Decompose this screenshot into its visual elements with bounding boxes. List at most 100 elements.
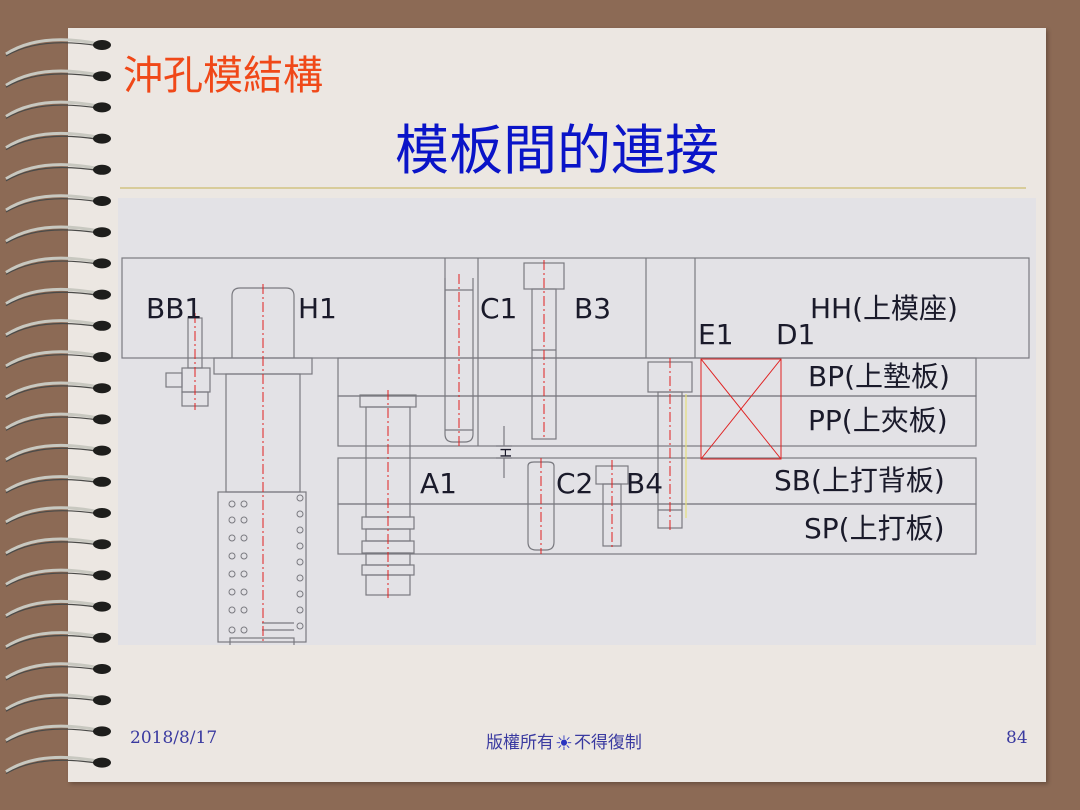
spiral-ring xyxy=(5,443,101,461)
spiral-ring-shadow xyxy=(5,603,101,619)
label-dimension: H xyxy=(499,447,515,458)
label-h1: H1 xyxy=(298,292,337,325)
spiral-ring xyxy=(5,693,101,711)
spiral-hole xyxy=(93,445,111,456)
dimension-marker xyxy=(496,426,512,478)
spiral-hole xyxy=(93,40,111,50)
spiral-hole xyxy=(93,383,111,394)
spiral-ring-shadow xyxy=(5,229,101,244)
label-b3: B3 xyxy=(574,292,611,325)
spiral-ring xyxy=(5,225,101,243)
footer-copyright: 版權所有☀不得復制 xyxy=(486,728,642,755)
spiral-ring-shadow xyxy=(5,260,101,275)
footer-page-number: 84 xyxy=(1006,728,1028,748)
cross-box xyxy=(700,358,782,460)
spiral-hole xyxy=(93,133,111,144)
spiral-hole xyxy=(93,196,111,206)
spiral-hole xyxy=(93,414,111,425)
spiral-ring-shadow xyxy=(5,666,101,681)
spiral-hole xyxy=(93,164,111,175)
spiral-ring xyxy=(5,381,101,399)
spiral-hole xyxy=(93,695,111,706)
centerlines xyxy=(194,260,671,644)
label-b4: B4 xyxy=(626,467,663,500)
footer-date: 2018/8/17 xyxy=(130,728,218,748)
footer-copyright-left: 版權所有 xyxy=(486,733,554,753)
sun-icon: ☀ xyxy=(555,731,573,755)
spiral-hole xyxy=(93,476,111,487)
label-sb: SB(上打背板) xyxy=(774,464,945,497)
spiral-ring-shadow xyxy=(5,759,101,775)
plate-sp xyxy=(337,503,977,555)
spiral-ring xyxy=(5,319,101,337)
label-bp: BP(上墊板) xyxy=(808,360,950,393)
slide-title: 模板間的連接 xyxy=(395,119,719,182)
spiral-ring xyxy=(5,537,101,555)
label-c1: C1 xyxy=(480,292,517,325)
spiral-ring xyxy=(5,163,101,181)
spiral-ring-shadow xyxy=(5,135,101,151)
title-divider xyxy=(120,187,1026,189)
label-sp: SP(上打板) xyxy=(804,512,945,545)
die-structure-drawing: BB1 H1 C1 B3 E1 D1 HH(上模座) BP(上墊板) PP(上夾… xyxy=(121,257,1030,645)
spiral-hole xyxy=(93,102,111,113)
spiral-ring-shadow xyxy=(5,104,101,119)
plate-pp xyxy=(337,395,977,447)
die-structure-diagram: BB1 H1 C1 B3 E1 D1 HH(上模座) BP(上墊板) PP(上夾… xyxy=(118,198,1036,645)
label-pp: PP(上夾板) xyxy=(808,404,948,437)
spiral-hole xyxy=(93,664,111,674)
spiral-ring-shadow xyxy=(5,416,101,431)
spiral-ring-shadow xyxy=(5,322,101,338)
label-d1: D1 xyxy=(776,318,815,351)
spiral-ring xyxy=(5,131,101,149)
spiral-ring xyxy=(5,662,101,680)
spiral-ring-shadow xyxy=(5,634,101,650)
label-a1: A1 xyxy=(420,467,457,500)
spiral-ring-shadow xyxy=(5,728,101,743)
spiral-hole xyxy=(93,726,111,737)
spiral-ring xyxy=(5,755,101,773)
spiral-ring xyxy=(5,412,101,430)
spiral-ring xyxy=(5,287,101,305)
spiral-ring xyxy=(5,506,101,524)
label-hh: HH(上模座) xyxy=(810,292,958,325)
spiral-hole xyxy=(93,757,111,768)
spiral-hole xyxy=(93,570,111,581)
spiral-binding-icon xyxy=(5,38,111,775)
spiral-ring-shadow xyxy=(5,354,101,369)
spiral-ring xyxy=(5,350,101,368)
pin-c2 xyxy=(527,461,555,551)
spiral-hole xyxy=(93,539,111,550)
slide: 沖孔模結構 模板間的連接 xyxy=(68,28,1046,782)
label-bb1: BB1 xyxy=(146,292,202,325)
spiral-hole xyxy=(93,632,111,643)
slide-subtitle: 沖孔模結構 xyxy=(123,53,323,99)
spiral-ring xyxy=(5,724,101,742)
spiral-ring xyxy=(5,631,101,649)
spiral-ring xyxy=(5,194,101,212)
spiral-ring-shadow xyxy=(5,385,101,400)
spiral-hole xyxy=(93,508,111,518)
label-c2: C2 xyxy=(556,467,593,500)
spiral-hole xyxy=(93,289,111,300)
footer-copyright-right: 不得復制 xyxy=(573,733,642,753)
spiral-ring-shadow xyxy=(5,42,101,57)
spiral-ring-shadow xyxy=(5,198,101,213)
spiral-hole xyxy=(93,320,111,331)
label-e1: E1 xyxy=(698,318,734,351)
spiral-ring-shadow xyxy=(5,73,101,88)
spiral-ring-shadow xyxy=(5,510,101,525)
spiral-ring xyxy=(5,256,101,274)
spiral-ring-shadow xyxy=(5,478,101,494)
spiral-hole xyxy=(93,227,111,238)
spiral-ring-shadow xyxy=(5,291,101,307)
spiral-ring xyxy=(5,599,101,617)
spiral-hole xyxy=(93,258,111,269)
spiral-ring-shadow xyxy=(5,447,101,463)
vent-holes xyxy=(228,494,304,634)
spiral-ring-shadow xyxy=(5,541,101,556)
spiral-ring xyxy=(5,100,101,118)
spiral-ring xyxy=(5,475,101,493)
spiral-ring xyxy=(5,568,101,586)
spiral-hole xyxy=(93,601,111,612)
